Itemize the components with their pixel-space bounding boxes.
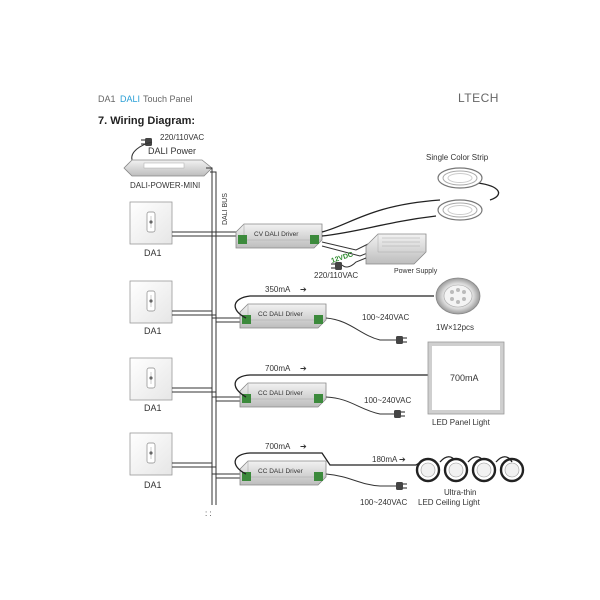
- power-input-cable: [131, 141, 153, 161]
- led-panel-light: [427, 341, 505, 415]
- ceiling-load-line2: LED Ceiling Light: [418, 498, 481, 507]
- power-model: DALI-POWER-MINI: [130, 181, 200, 190]
- cc3-output-wire: [234, 452, 416, 475]
- cc1-current-label: 350mA: [265, 285, 291, 294]
- cc2-ac-label: 100~240VAC: [364, 396, 411, 405]
- strip1-end-wire: [477, 182, 500, 201]
- cc2-output-wire: [234, 374, 430, 398]
- psu-to-cv-wire-a: [321, 241, 369, 251]
- ceiling-chain-4: [495, 456, 513, 463]
- da1-panel-3: [129, 357, 173, 401]
- da1-panel-2: [129, 280, 173, 324]
- cc3-driver-label: CC DALI Driver: [258, 468, 304, 475]
- cc2-driver-label: CC DALI Driver: [258, 390, 304, 397]
- bus-continuation: : :: [205, 509, 212, 518]
- cc3-ac-label: 100~240VAC: [360, 498, 407, 507]
- cv-to-strip-2: [321, 215, 437, 237]
- cc1-output-wire: [234, 295, 434, 319]
- cc1-ac-cable: [325, 317, 396, 341]
- da1-label-1: DA1: [144, 248, 162, 258]
- psu-ac-label: 220/110VAC: [314, 271, 358, 280]
- cv-driver-label: CV DALI Driver: [254, 231, 299, 238]
- power-supply-unit: [365, 233, 427, 265]
- power-to-bus-a: [206, 167, 213, 190]
- panel-light-label: LED Panel Light: [432, 418, 491, 427]
- led-strip-1: [437, 167, 483, 189]
- downlight-12pcs-icon: [435, 277, 481, 315]
- ceiling-light-1: [415, 457, 441, 483]
- cc3-sub-arrow-icon: ➔: [399, 455, 406, 464]
- cc3-sub-current-label: 180mA: [372, 455, 398, 464]
- header-product: Touch Panel: [143, 94, 193, 104]
- cc2-arrow-icon: ➔: [300, 364, 307, 373]
- dali-bus-label: DALI BUS: [222, 193, 229, 225]
- ceiling-load-line1: Ultra-thin: [444, 488, 476, 497]
- strip-label: Single Color Strip: [426, 153, 489, 162]
- ceiling-light-4: [499, 457, 525, 483]
- power-input-label: 220/110VAC: [160, 133, 204, 142]
- cc2-ac-plug: [393, 409, 406, 419]
- led-strip-2: [437, 199, 483, 221]
- ceiling-light-3: [471, 457, 497, 483]
- da1-label-2: DA1: [144, 326, 162, 336]
- da1-label-3: DA1: [144, 403, 162, 413]
- cc1-ac-label: 100~240VAC: [362, 313, 409, 322]
- cc3-ac-cable: [325, 473, 396, 487]
- cc1-ac-plug: [395, 335, 408, 345]
- panel-light-value: 700mA: [450, 373, 479, 383]
- ceiling-light-2: [443, 457, 469, 483]
- cc3-arrow-icon: ➔: [300, 442, 307, 451]
- cv-to-strip-1: [321, 199, 441, 233]
- section-title: 7. Wiring Diagram:: [98, 115, 195, 127]
- cc1-driver-label: CC DALI Driver: [258, 311, 304, 318]
- brand-logo: LTECH: [458, 91, 499, 105]
- cc3-current-label: 700mA: [265, 442, 291, 451]
- da1-panel-4: [129, 432, 173, 476]
- header-protocol: DALI: [120, 94, 140, 104]
- psu-label: Power Supply: [394, 268, 438, 275]
- da1-panel-1: [129, 201, 173, 245]
- header-model: DA1: [98, 94, 116, 104]
- power-to-bus-b: [210, 171, 217, 190]
- cc2-current-label: 700mA: [265, 364, 291, 373]
- dc-voltage-label: 12VDC: [330, 251, 354, 265]
- dali-power-module: [123, 159, 213, 177]
- cc2-ac-cable: [325, 396, 394, 415]
- power-name: DALI Power: [148, 146, 196, 156]
- cc3-ac-plug: [395, 481, 408, 491]
- da1-label-4: DA1: [144, 480, 162, 490]
- cc1-load-label: 1W×12pcs: [436, 323, 474, 332]
- cc1-arrow-icon: ➔: [300, 285, 307, 294]
- psu-ac-cable: [341, 257, 367, 268]
